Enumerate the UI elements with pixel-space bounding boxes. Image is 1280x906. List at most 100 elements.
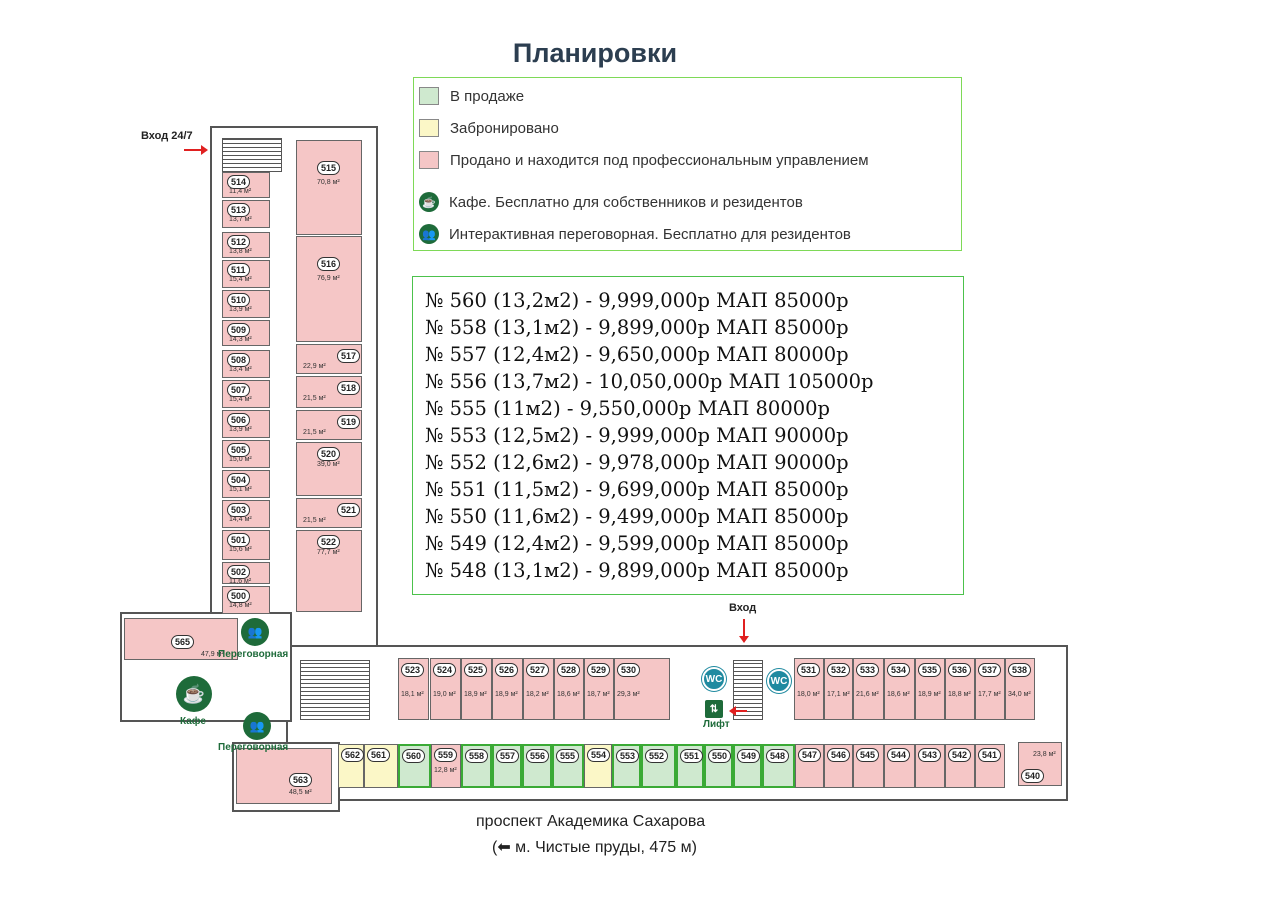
room-area: 21,5 м² <box>303 517 326 524</box>
price-line: № 556 (13,7м2) - 10,050,000р МАП 105000р <box>425 370 874 393</box>
room-area: 18,6 м² <box>557 691 580 698</box>
room-540[interactable]: 23,8 м² 540 <box>1018 742 1062 786</box>
room-560[interactable]: 560 <box>398 744 431 788</box>
room-558[interactable]: 558 <box>461 744 492 788</box>
room-number: 543 <box>918 748 942 762</box>
room-area: 11,6 м² <box>229 578 252 585</box>
room-547[interactable]: 547 <box>795 744 824 788</box>
room-545[interactable]: 545 <box>853 744 884 788</box>
room-number: 537 <box>978 663 1002 677</box>
room-area: 70,8 м² <box>317 179 340 186</box>
room-561[interactable]: 561 <box>364 744 398 788</box>
staircase <box>222 138 282 172</box>
arrow-right-icon <box>183 143 209 157</box>
room-area: 21,5 м² <box>303 395 326 402</box>
room-number: 509 <box>227 323 251 337</box>
room-area: 14,3 м² <box>229 336 252 343</box>
room-area: 15,6 м² <box>229 546 252 553</box>
room-number: 550 <box>708 749 732 763</box>
room-area: 48,5 м² <box>289 789 312 796</box>
meeting-room-icon[interactable]: 👥 <box>241 618 269 646</box>
room-552[interactable]: 552 <box>641 744 676 788</box>
legend-label: Забронировано <box>450 119 559 137</box>
room-number: 512 <box>227 235 251 249</box>
room-556[interactable]: 556 <box>522 744 552 788</box>
room-area: 19,0 м² <box>433 691 456 698</box>
room-550[interactable]: 550 <box>704 744 733 788</box>
arrow-left-icon <box>728 704 748 716</box>
room-544[interactable]: 544 <box>884 744 915 788</box>
metro-label: (⬅ м. Чистые пруды, 475 м) <box>492 839 697 856</box>
room-number: 555 <box>556 749 580 763</box>
price-list: № 560 (13,2м2) - 9,999,000р МАП 85000р № … <box>412 276 964 595</box>
room-554[interactable]: 554 <box>584 744 612 788</box>
room-542[interactable]: 542 <box>945 744 975 788</box>
room-546[interactable]: 546 <box>824 744 853 788</box>
entrance-label: Вход <box>729 602 757 614</box>
room-562[interactable]: 562 <box>338 744 365 788</box>
room-555[interactable]: 555 <box>552 744 584 788</box>
room-551[interactable]: 551 <box>676 744 704 788</box>
wc-icon: WC <box>702 667 726 691</box>
room-553[interactable]: 553 <box>612 744 641 788</box>
room-563[interactable]: 563 48,5 м² <box>236 748 332 804</box>
price-line: № 551 (11,5м2) - 9,699,000р МАП 85000р <box>425 478 849 501</box>
room-area: 13,7 м² <box>229 216 252 223</box>
room-543[interactable]: 543 <box>915 744 945 788</box>
meeting-room-icon[interactable]: 👥 <box>243 712 271 740</box>
room-541[interactable]: 541 <box>975 744 1005 788</box>
meeting-room-label: Переговорная <box>218 649 289 660</box>
room-565[interactable]: 565 47,9 м² <box>124 618 238 660</box>
room-number: 525 <box>464 663 488 677</box>
legend-label: Продано и находится под профессиональным… <box>450 151 869 169</box>
price-line: № 549 (12,4м2) - 9,599,000р МАП 85000р <box>425 532 849 555</box>
room-548[interactable]: 548 <box>762 744 795 788</box>
room-557[interactable]: 557 <box>492 744 522 788</box>
room-number: 505 <box>227 443 251 457</box>
room-549[interactable]: 549 <box>733 744 762 788</box>
cafe-icon[interactable]: ☕ <box>176 676 212 712</box>
price-line: № 560 (13,2м2) - 9,999,000р МАП 85000р <box>425 289 849 312</box>
room-number: 517 <box>337 349 361 363</box>
